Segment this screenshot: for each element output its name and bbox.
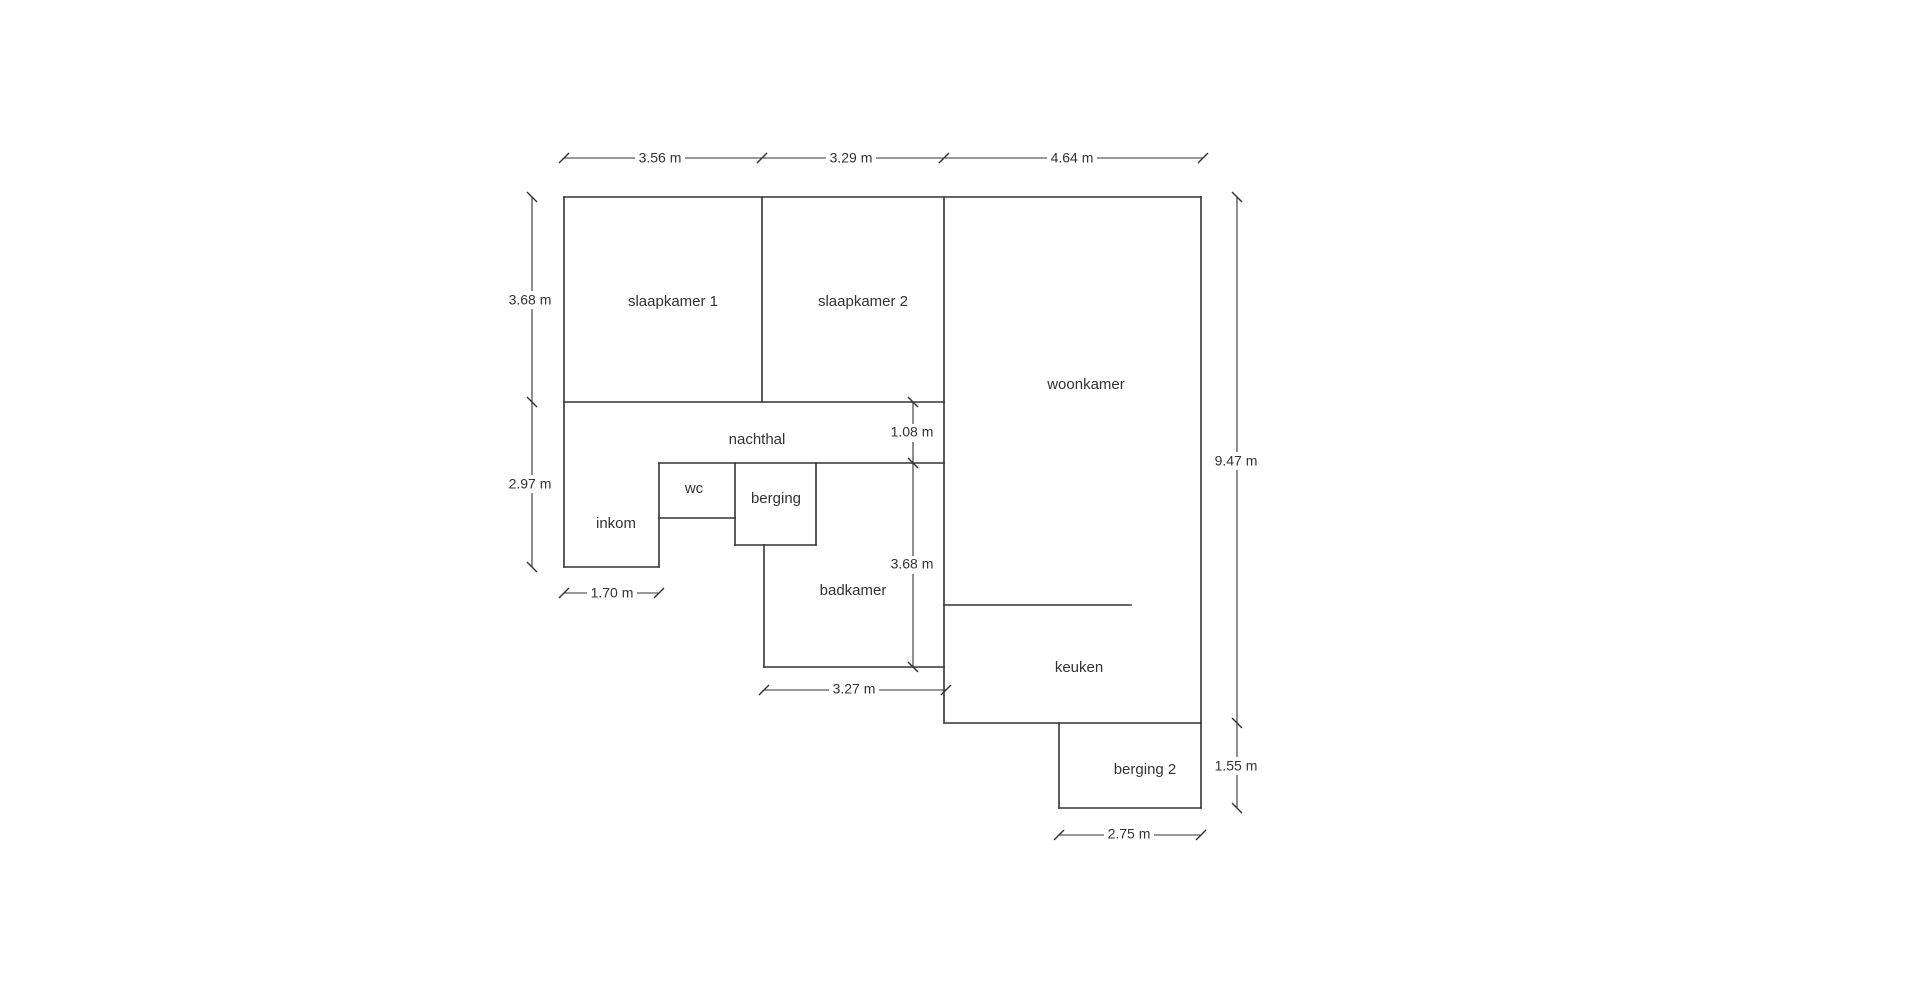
dim-label-right-total: 9.47 m (1215, 453, 1258, 469)
tick (526, 396, 538, 408)
room-label-berging: berging (751, 490, 801, 507)
walls (563, 196, 1202, 809)
tick (1231, 802, 1243, 814)
tick (756, 152, 768, 164)
tick (1053, 829, 1065, 841)
tick (526, 561, 538, 573)
tick (1195, 829, 1207, 841)
tick (1231, 191, 1243, 203)
dim-label-badkamer-width: 3.27 m (833, 681, 876, 697)
room-label-nachthal: nachthal (729, 431, 786, 448)
tick (907, 396, 919, 408)
dim-label-top-1: 3.56 m (639, 150, 682, 166)
room-label-slaapkamer-2: slaapkamer 2 (818, 293, 908, 310)
tick (558, 152, 570, 164)
room-label-berging-2: berging 2 (1114, 761, 1177, 778)
tick (526, 191, 538, 203)
dim-label-inkom-width: 1.70 m (591, 585, 634, 601)
tick (907, 457, 919, 469)
tick (940, 684, 952, 696)
tick (907, 661, 919, 673)
dim-label-berging2-width: 2.75 m (1108, 826, 1151, 842)
room-labels: slaapkamer 1 slaapkamer 2 woonkamer nach… (596, 293, 1176, 778)
tick (1231, 717, 1243, 729)
dim-label-top-3: 4.64 m (1051, 150, 1094, 166)
dim-label-top-2: 3.29 m (830, 150, 873, 166)
tick (1197, 152, 1209, 164)
dim-label-nachthal-depth: 1.08 m (891, 424, 934, 440)
tick (938, 152, 950, 164)
dimension-labels: 3.56 m 3.29 m 4.64 m 3.68 m 2.97 m 9.47 … (506, 150, 1262, 843)
room-label-inkom: inkom (596, 515, 636, 532)
room-label-woonkamer: woonkamer (1046, 376, 1125, 393)
dimension-lines (526, 152, 1243, 841)
dim-label-left-2: 2.97 m (509, 476, 552, 492)
room-label-slaapkamer-1: slaapkamer 1 (628, 293, 718, 310)
tick (653, 587, 665, 599)
room-label-wc: wc (684, 480, 704, 497)
dim-label-left-1: 3.68 m (509, 292, 552, 308)
tick (558, 587, 570, 599)
dim-label-right-bottom: 1.55 m (1215, 758, 1258, 774)
dim-label-badkamer-height: 3.68 m (891, 556, 934, 572)
tick (758, 684, 770, 696)
room-label-badkamer: badkamer (820, 582, 887, 599)
room-label-keuken: keuken (1055, 659, 1103, 676)
